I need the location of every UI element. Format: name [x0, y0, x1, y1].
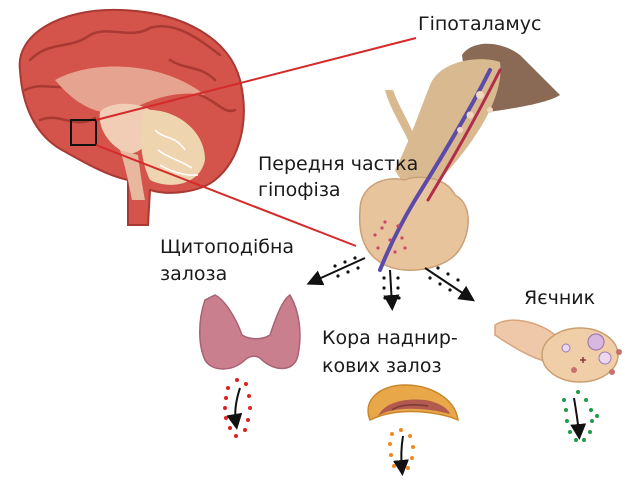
- adrenal-hormone-dots: [388, 428, 415, 470]
- ovary-hormone-dots: [562, 390, 599, 442]
- thyroid-hormone-dots: [223, 378, 252, 438]
- thyroid-label-line2: залоза: [160, 262, 227, 286]
- ovary-icon: [495, 320, 622, 382]
- anterior-pituitary-label-line1: Передня частка: [258, 152, 418, 176]
- hypothalamus-label: Гіпоталамус: [418, 12, 541, 36]
- thyroid-label-line1: Щитоподібна: [160, 235, 294, 259]
- adrenal-cortex-icon: [368, 385, 458, 420]
- brain-sagittal-icon: [20, 10, 244, 225]
- adrenal-label-line2: кових залоз: [322, 354, 442, 378]
- anterior-pituitary-label-line2: гіпофіза: [258, 178, 341, 202]
- thyroid-gland-icon: [200, 295, 300, 369]
- ovary-label: Яєчник: [524, 286, 595, 310]
- adrenal-label-line1: Кора наднир-: [322, 326, 458, 350]
